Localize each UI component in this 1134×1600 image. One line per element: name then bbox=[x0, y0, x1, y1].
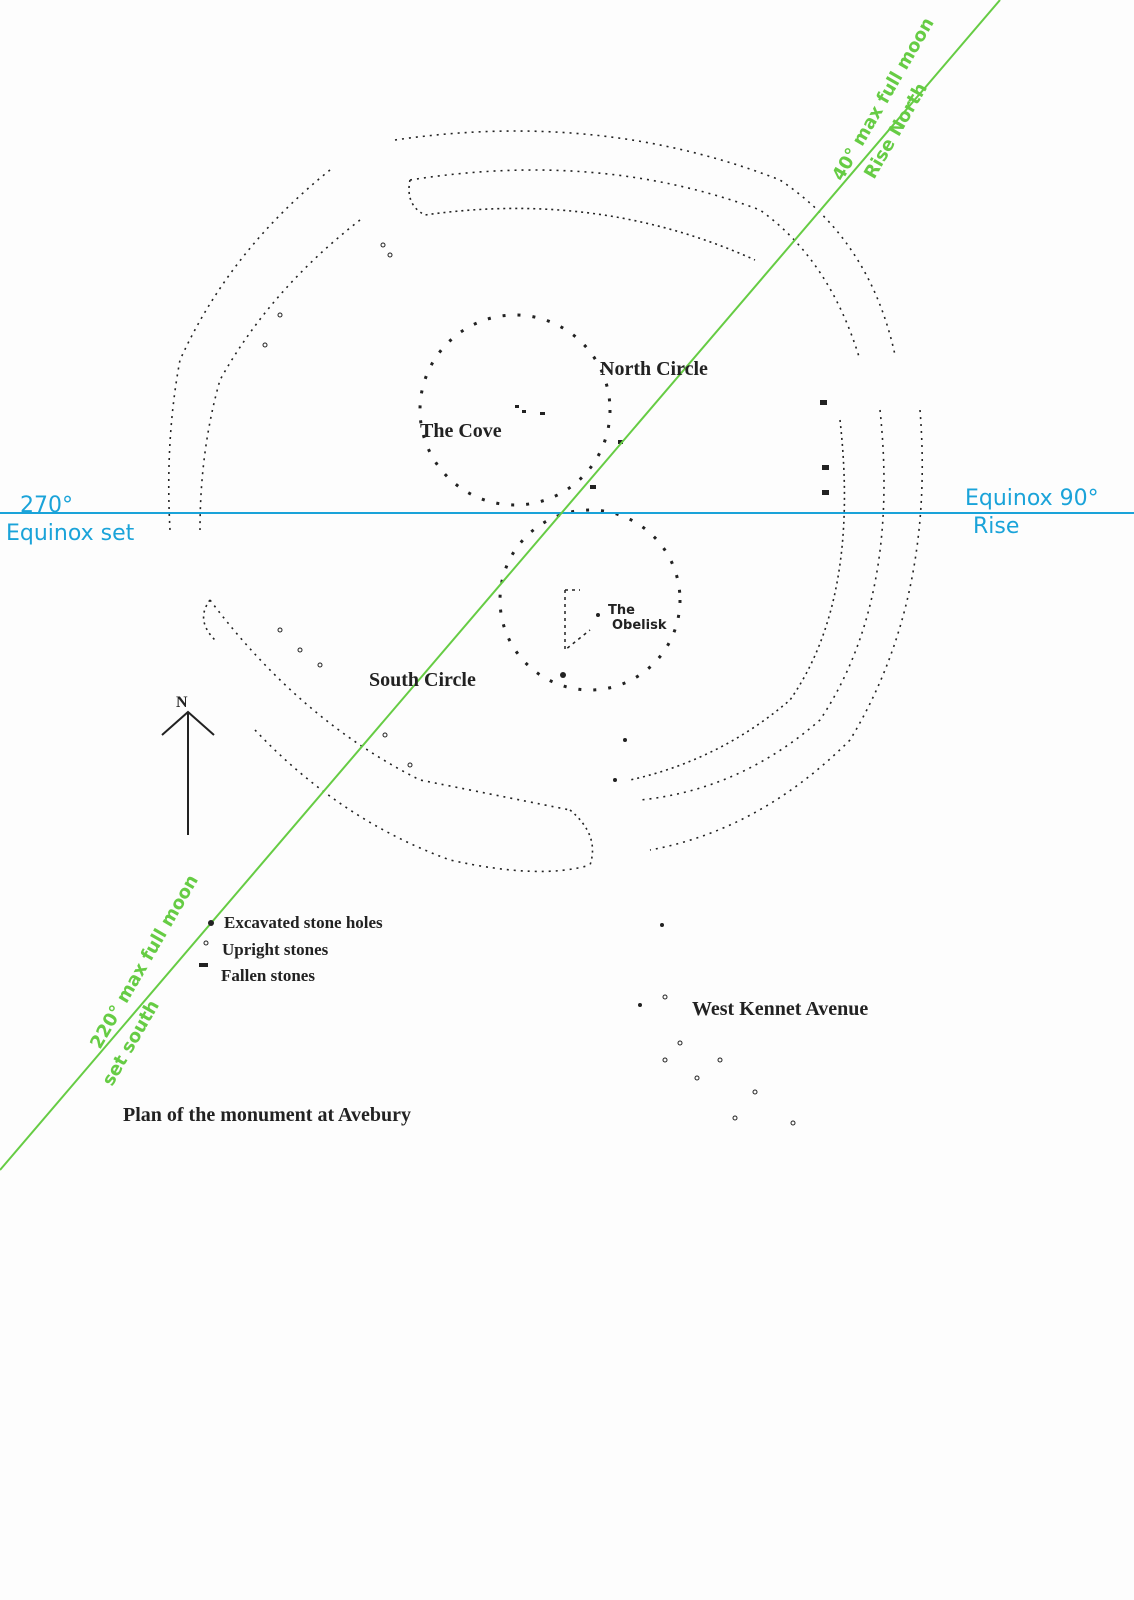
fallen-stone bbox=[618, 440, 623, 444]
excavated-hole bbox=[277, 312, 283, 318]
bank-e-outer bbox=[649, 409, 924, 851]
henge-bank bbox=[167, 130, 924, 873]
equinox-set-label: Equinox set bbox=[6, 521, 135, 546]
plan-caption: Plan of the monument at Avebury bbox=[123, 1104, 411, 1126]
obelisk-label-line2: Obelisk bbox=[612, 618, 667, 633]
excavated-hole bbox=[407, 762, 413, 768]
bank-ne-outer bbox=[394, 130, 896, 356]
obelisk-label-line1: The bbox=[608, 603, 635, 618]
scattered-stones bbox=[262, 242, 829, 782]
fallen-stone bbox=[590, 485, 596, 489]
north-circle-label: North Circle bbox=[600, 358, 708, 380]
legend-symbol-upright-stone bbox=[203, 940, 209, 946]
north-circle-ring bbox=[418, 313, 612, 507]
equinox-rise-label-2: Rise bbox=[973, 514, 1019, 539]
south-circle-label: South Circle bbox=[369, 669, 476, 691]
north-circle bbox=[418, 313, 612, 507]
equinox-annotations: 270° Equinox set Equinox 90° Rise bbox=[6, 486, 1099, 546]
north-arrow-head bbox=[161, 710, 215, 736]
equinox-set-degree: 270° bbox=[20, 493, 73, 518]
obelisk-stone bbox=[596, 613, 600, 617]
avenue-stone bbox=[790, 1120, 796, 1126]
west-kennet-avenue-label: West Kennet Avenue bbox=[692, 998, 868, 1020]
full-moon-line bbox=[0, 0, 1001, 1171]
avenue-stone bbox=[717, 1057, 723, 1063]
obelisk-outline bbox=[564, 590, 591, 652]
cove-stones bbox=[515, 405, 545, 415]
avenue-stone bbox=[660, 923, 664, 927]
west-kennet-avenue-stones bbox=[638, 923, 796, 1126]
bank-sw-end bbox=[569, 809, 594, 866]
avenue-stone bbox=[662, 994, 668, 1000]
legend-label-fallen-stones: Fallen stones bbox=[221, 966, 315, 985]
bank-ne-inner bbox=[409, 169, 861, 361]
fallen-stone bbox=[822, 465, 829, 470]
excavated-hole bbox=[317, 662, 323, 668]
north-arrow-label: N bbox=[176, 694, 188, 711]
south-circle-ring bbox=[498, 508, 682, 692]
excavated-hole bbox=[380, 242, 386, 248]
north-arrow: N bbox=[161, 694, 215, 835]
bank-nw-outer bbox=[167, 169, 331, 531]
obelisk-setting bbox=[560, 589, 600, 678]
upright-stone bbox=[613, 778, 617, 782]
bank-sw-inner bbox=[209, 599, 571, 811]
cove-stone bbox=[540, 412, 545, 415]
legend: Excavated stone holes Upright stones Fal… bbox=[199, 913, 383, 985]
excavated-hole bbox=[277, 627, 283, 633]
excavated-hole bbox=[297, 647, 303, 653]
south-circle bbox=[498, 508, 682, 692]
the-cove-label: The Cove bbox=[420, 420, 502, 442]
cove-stone bbox=[515, 405, 519, 408]
obelisk-stone bbox=[560, 672, 566, 678]
avenue-stone bbox=[662, 1057, 668, 1063]
excavated-hole bbox=[262, 342, 268, 348]
fallen-stone bbox=[822, 490, 829, 495]
avenue-stone bbox=[732, 1115, 738, 1121]
excavated-hole bbox=[387, 252, 393, 258]
bank-sw-start bbox=[202, 599, 216, 641]
cove-stone bbox=[522, 410, 526, 413]
bank-e-inner bbox=[639, 409, 885, 801]
upright-stone bbox=[623, 738, 627, 742]
equinox-rise-label: Equinox 90° bbox=[965, 486, 1099, 511]
excavated-hole bbox=[382, 732, 388, 738]
bank-e-ditch bbox=[629, 419, 846, 781]
legend-label-upright-stones: Upright stones bbox=[222, 940, 329, 959]
bank-sw-outer bbox=[254, 729, 591, 873]
avenue-stone bbox=[677, 1040, 683, 1046]
legend-symbol-excavated-hole bbox=[208, 920, 214, 926]
avenue-stone bbox=[752, 1089, 758, 1095]
avenue-stone bbox=[694, 1075, 700, 1081]
avenue-stone bbox=[638, 1003, 642, 1007]
legend-symbol-fallen-stone bbox=[199, 963, 208, 967]
legend-label-excavated-holes: Excavated stone holes bbox=[224, 913, 383, 932]
fallen-stone bbox=[820, 400, 827, 405]
bank-nw-inner bbox=[199, 219, 361, 531]
